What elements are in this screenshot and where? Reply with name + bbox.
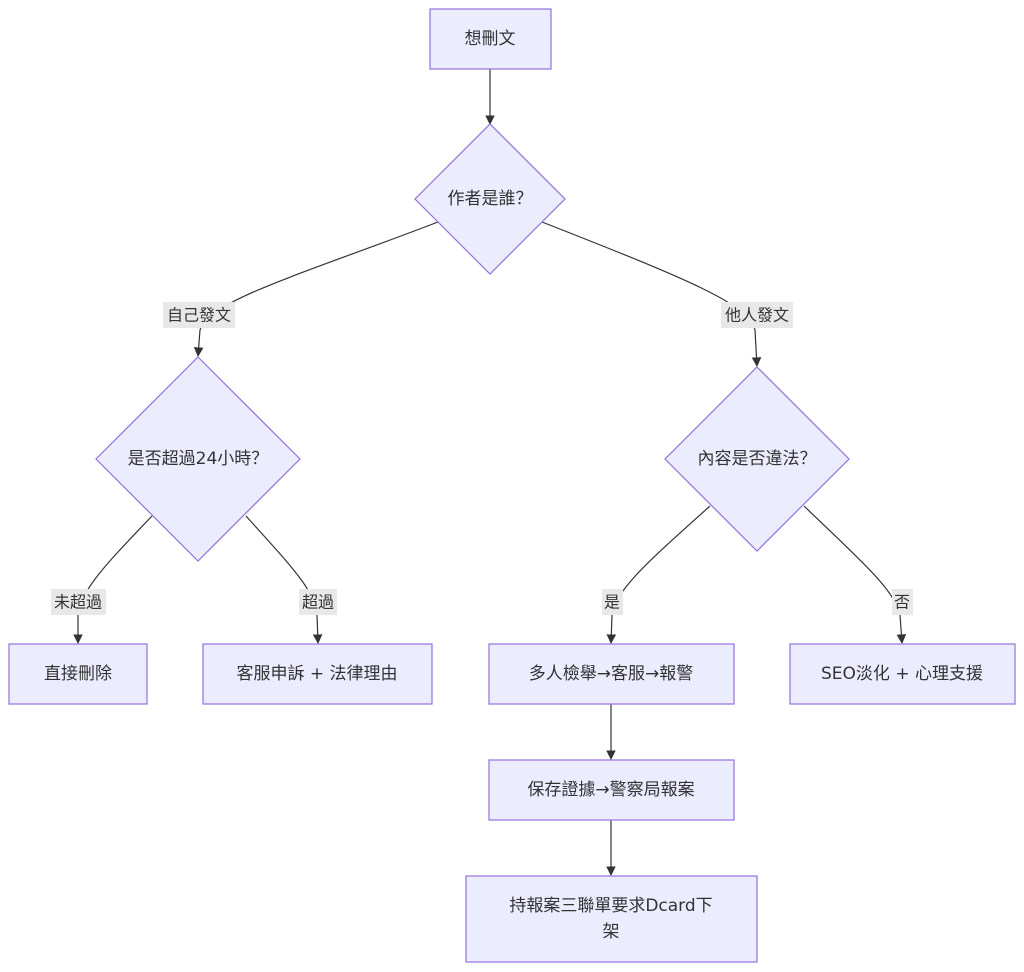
edge-label-no-text: 否 — [894, 593, 910, 612]
edge-label-self-post: 自己發文 — [163, 302, 235, 328]
node-start: 想刪文 — [429, 8, 552, 70]
edges — [73, 69, 907, 876]
edge-label-other-post-text: 他人發文 — [725, 306, 789, 325]
node-appeal-text: 客服申訴 + 法律理由 — [236, 664, 397, 684]
decision-24h-text: 是否超過24小時？ — [128, 449, 269, 469]
node-takedown-text-line1: 持報案三聯單要求Dcard下 — [509, 896, 712, 916]
node-evidence-text: 保存證據→警察局報案 — [527, 780, 694, 800]
node-evidence: 保存證據→警察局報案 — [488, 759, 735, 821]
edge-label-not-over-text: 未超過 — [54, 593, 102, 612]
node-start-text: 想刪文 — [465, 29, 516, 49]
edge-label-not-over: 未超過 — [51, 589, 106, 615]
edge-label-yes-text: 是 — [604, 593, 620, 612]
node-takedown-text-line2: 架 — [603, 922, 620, 942]
edge-author-to-illegal — [541, 221, 762, 367]
edge-label-yes: 是 — [602, 589, 623, 615]
decision-author: 作者是誰？ — [414, 123, 566, 275]
edge-label-other-post: 他人發文 — [721, 302, 793, 328]
node-seo-text: SEO淡化 + 心理支援 — [821, 664, 983, 684]
edge-label-over-text: 超過 — [302, 593, 334, 612]
node-delete-text: 直接刪除 — [44, 664, 112, 684]
edge-label-self-post-text: 自己發文 — [167, 306, 231, 325]
decision-illegal-text: 內容是否違法？ — [698, 449, 817, 469]
decision-24h: 是否超過24小時？ — [95, 356, 301, 562]
edge-illegal-to-report — [606, 505, 711, 644]
node-appeal: 客服申訴 + 法律理由 — [202, 643, 433, 705]
decision-author-text: 作者是誰？ — [448, 189, 533, 209]
node-takedown: 持報案三聯單要求Dcard下 架 — [465, 875, 758, 963]
node-seo: SEO淡化 + 心理支援 — [789, 643, 1016, 705]
edge-24h-to-delete — [73, 515, 153, 644]
edge-author-to-24h — [193, 221, 439, 357]
edge-illegal-to-seo — [803, 505, 907, 644]
edge-24h-to-appeal — [245, 515, 323, 644]
edge-label-no: 否 — [892, 589, 913, 615]
decision-illegal: 內容是否違法？ — [664, 366, 850, 552]
node-delete: 直接刪除 — [8, 643, 148, 705]
node-report: 多人檢舉→客服→報警 — [488, 643, 735, 705]
node-report-text: 多人檢舉→客服→報警 — [529, 664, 694, 684]
edge-label-over: 超過 — [299, 589, 337, 615]
